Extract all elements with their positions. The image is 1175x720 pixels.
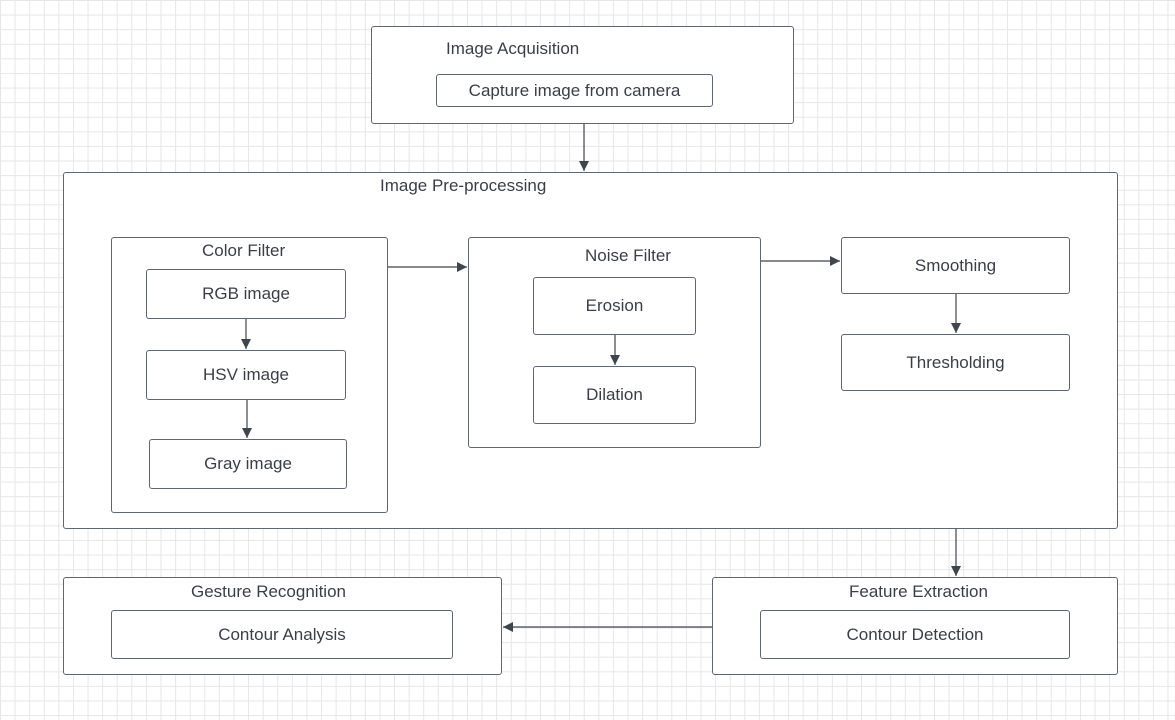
hsv-image-node[interactable]: HSV image [146, 350, 346, 400]
color-filter-title: Color Filter [202, 241, 286, 260]
rgb-image-node[interactable]: RGB image [146, 269, 346, 319]
image-preprocessing-title: Image Pre-processing [380, 176, 547, 195]
contour-detection-node[interactable]: Contour Detection [760, 610, 1070, 659]
gesture-recognition-title: Gesture Recognition [191, 582, 346, 601]
image-acquisition-title: Image Acquisition [446, 39, 580, 58]
gray-image-node[interactable]: Gray image [149, 439, 347, 489]
capture-image-node[interactable]: Capture image from camera [436, 74, 713, 107]
thresholding-node[interactable]: Thresholding [841, 334, 1070, 391]
noise-filter-title: Noise Filter [585, 246, 671, 265]
erosion-node[interactable]: Erosion [533, 277, 696, 335]
smoothing-node[interactable]: Smoothing [841, 237, 1070, 294]
dilation-node[interactable]: Dilation [533, 366, 696, 424]
feature-extraction-title: Feature Extraction [849, 582, 988, 601]
contour-analysis-node[interactable]: Contour Analysis [111, 610, 453, 659]
